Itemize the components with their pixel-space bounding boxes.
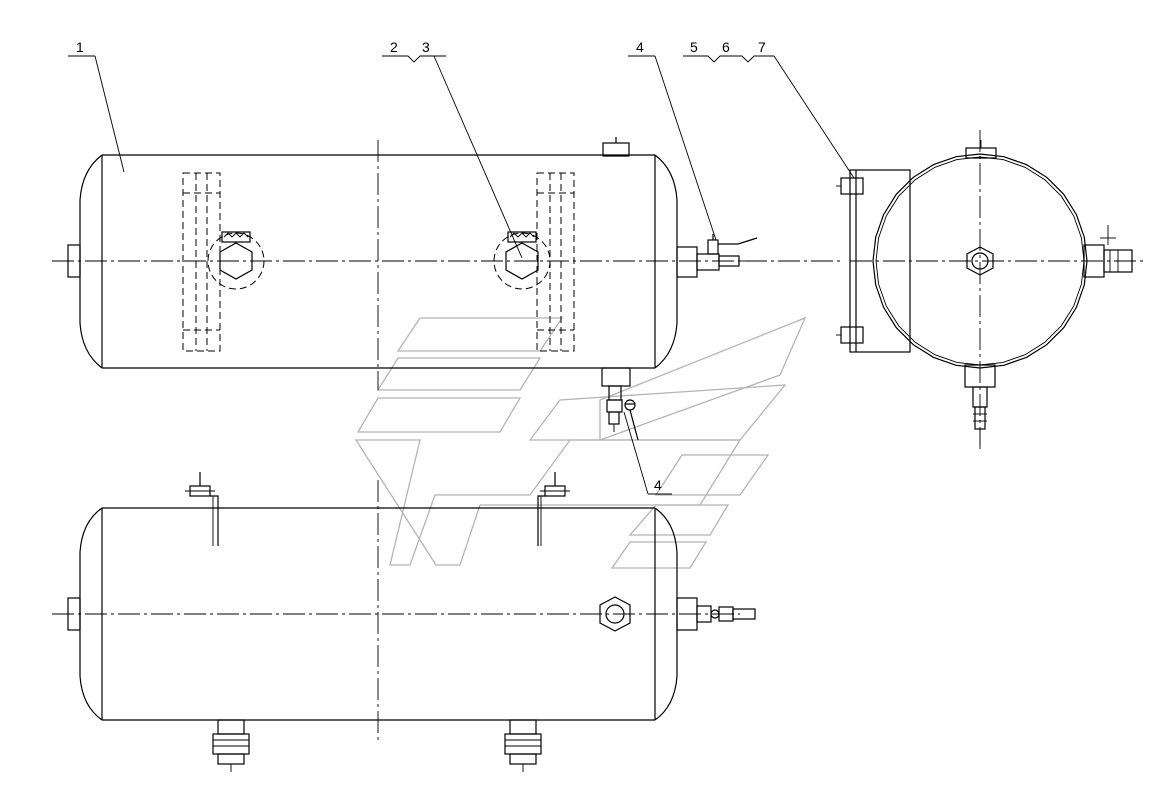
tank-front-view bbox=[52, 472, 756, 772]
callout-4-lower: 4 bbox=[654, 477, 662, 493]
callout-2: 2 bbox=[390, 39, 398, 55]
watermark-logo bbox=[354, 316, 807, 569]
leader-lines bbox=[68, 55, 855, 495]
callout-4-top: 4 bbox=[636, 39, 644, 55]
callout-3: 3 bbox=[422, 39, 430, 55]
callout-6: 6 bbox=[722, 39, 730, 55]
callout-7: 7 bbox=[758, 39, 766, 55]
tank-end-view bbox=[836, 130, 1145, 450]
callout-5: 5 bbox=[690, 39, 698, 55]
callout-1: 1 bbox=[76, 39, 84, 55]
tank-top-view bbox=[67, 137, 758, 441]
